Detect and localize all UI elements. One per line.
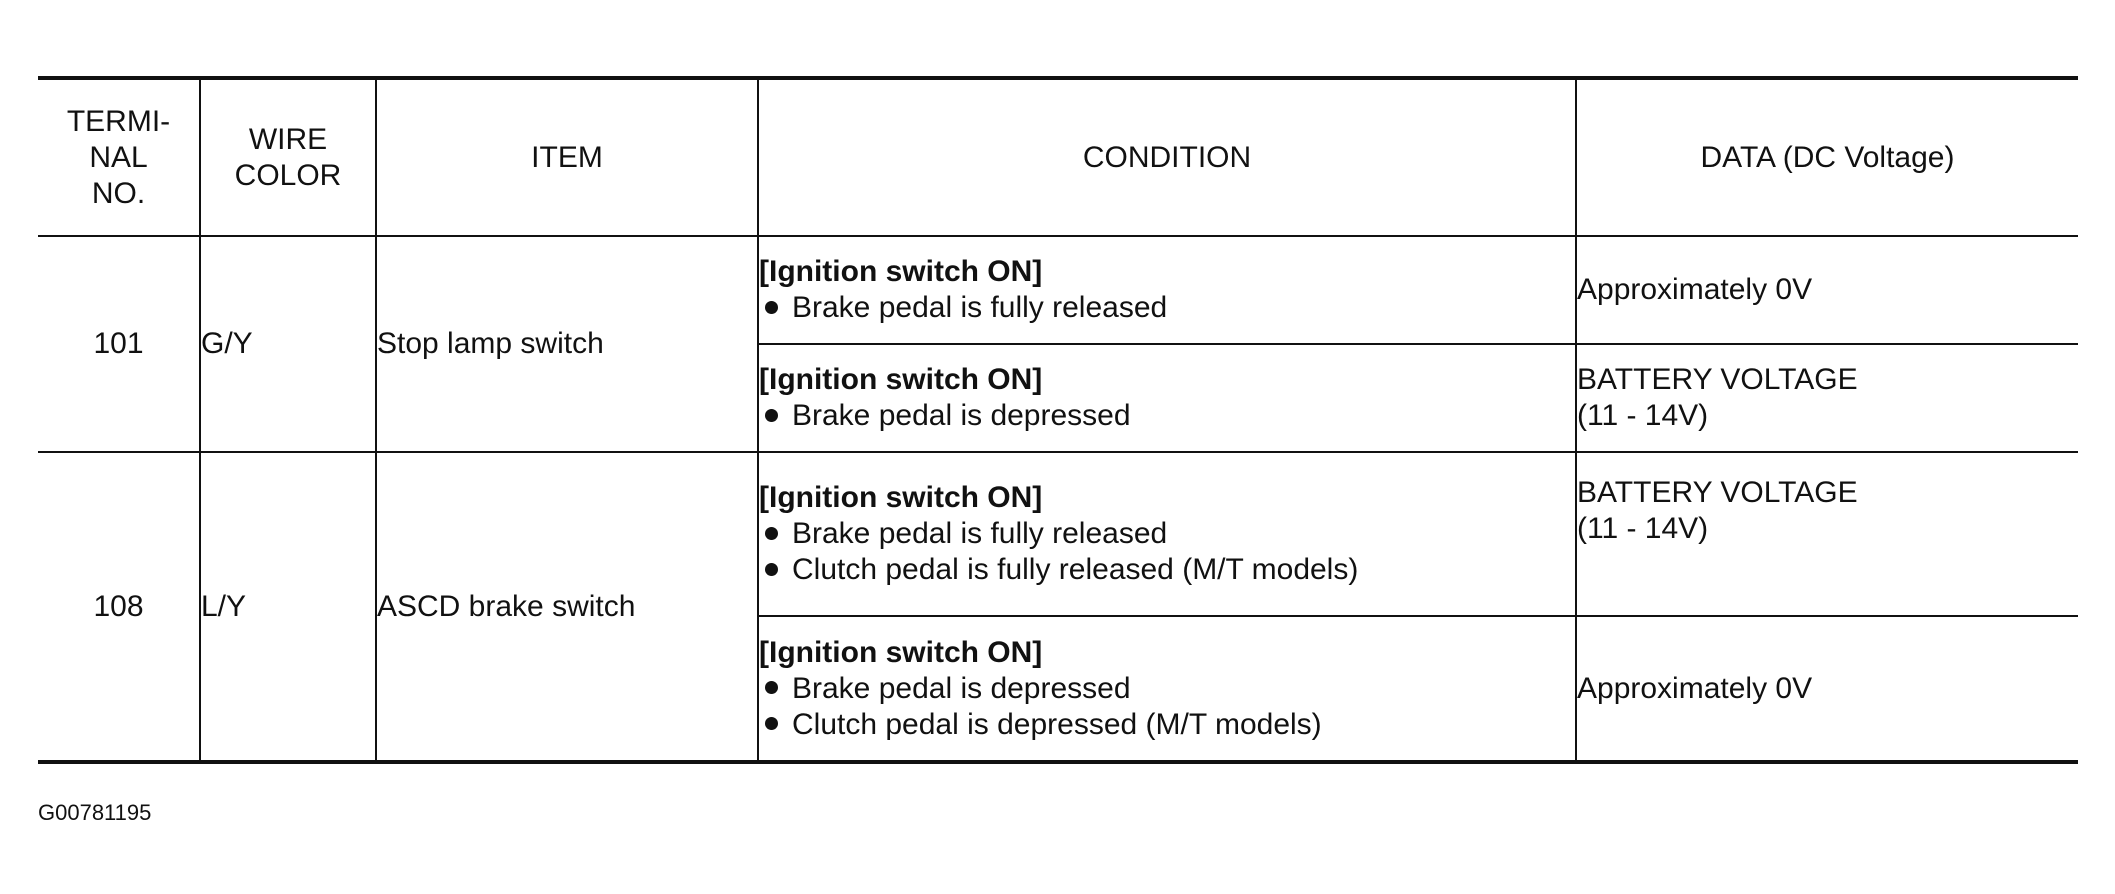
figure-code: G00781195 bbox=[38, 800, 152, 825]
data-cell: BATTERY VOLTAGE (11 - 14V) bbox=[1575, 344, 2078, 453]
item-cell: Stop lamp switch bbox=[375, 236, 759, 453]
condition-cell: [Ignition switch ON] Brake pedal is full… bbox=[757, 236, 1577, 345]
bullet-dot-icon bbox=[765, 717, 778, 731]
condition-title: [Ignition switch ON] bbox=[759, 635, 1043, 669]
condition-title: [Ignition switch ON] bbox=[759, 255, 1043, 288]
header-wire-color: WIRE COLOR bbox=[199, 78, 377, 237]
terminal-data-table: TERMI- NAL NO. WIRE COLOR ITEM CONDITION… bbox=[38, 76, 2078, 764]
bullet-dot-icon bbox=[765, 562, 778, 576]
terminal-number-cell: 101 bbox=[38, 236, 201, 453]
header-condition: CONDITION bbox=[757, 78, 1577, 237]
table-header-row: TERMI- NAL NO. WIRE COLOR ITEM CONDITION… bbox=[38, 78, 2078, 237]
data-cell: Approximately 0V bbox=[1575, 616, 2078, 763]
header-item: ITEM bbox=[375, 78, 759, 237]
data-cell: BATTERY VOLTAGE (11 - 14V) bbox=[1575, 452, 2078, 617]
table-row: [Ignition switch ON] Brake pedal is depr… bbox=[38, 344, 2078, 453]
condition-bullet: Brake pedal is fully released bbox=[759, 516, 1575, 552]
header-terminal-no: TERMI- NAL NO. bbox=[38, 78, 201, 237]
condition-bullet: Clutch pedal is fully released (M/T mode… bbox=[759, 552, 1575, 588]
condition-bullet: Clutch pedal is depressed (M/T models) bbox=[759, 707, 1575, 743]
condition-cell: [Ignition switch ON] Brake pedal is full… bbox=[757, 452, 1577, 617]
item-cell: ASCD brake switch bbox=[375, 452, 759, 763]
header-data: DATA (DC Voltage) bbox=[1575, 78, 2078, 237]
condition-bullet: Brake pedal is depressed bbox=[759, 398, 1575, 434]
wire-color-cell: G/Y bbox=[199, 236, 377, 453]
condition-cell: [Ignition switch ON] Brake pedal is depr… bbox=[758, 344, 1577, 453]
table-row: 108 L/Y ASCD brake switch [Ignition swit… bbox=[38, 452, 2078, 763]
bullet-dot-icon bbox=[765, 300, 778, 314]
terminal-data-sheet: TERMI- NAL NO. WIRE COLOR ITEM CONDITION… bbox=[38, 76, 2078, 764]
terminal-number-cell: 108 bbox=[38, 452, 201, 763]
wire-color-cell: L/Y bbox=[199, 452, 377, 763]
condition-title: [Ignition switch ON] bbox=[759, 363, 1043, 396]
table-row: [Ignition switch ON] Brake pedal is depr… bbox=[38, 616, 2078, 763]
data-cell: Approximately 0V bbox=[1575, 236, 2078, 345]
condition-bullet: Brake pedal is depressed bbox=[759, 671, 1575, 707]
condition-cell: [Ignition switch ON] Brake pedal is depr… bbox=[758, 616, 1577, 763]
table-row: 101 G/Y Stop lamp switch [Ignition switc… bbox=[38, 236, 2078, 453]
bullet-dot-icon bbox=[765, 526, 778, 540]
condition-title: [Ignition switch ON] bbox=[759, 481, 1043, 514]
bullet-dot-icon bbox=[765, 681, 778, 695]
condition-bullet: Brake pedal is fully released bbox=[759, 290, 1575, 326]
bullet-dot-icon bbox=[765, 408, 778, 422]
